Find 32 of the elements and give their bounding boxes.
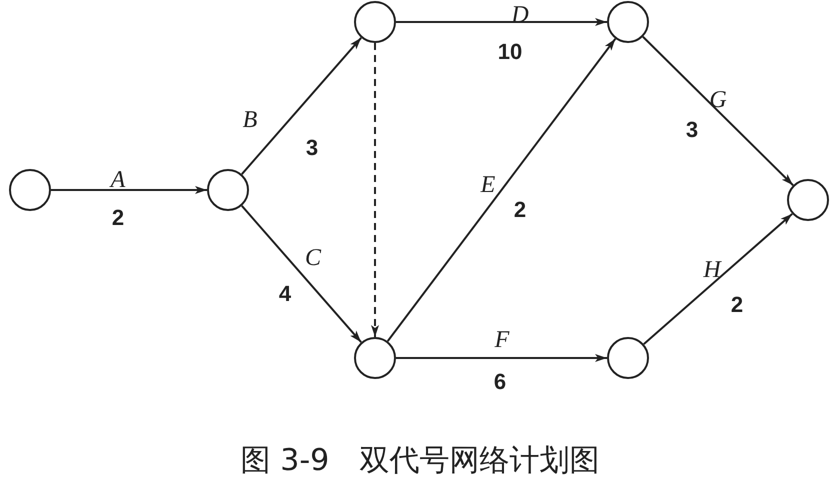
duration-label: 3 — [686, 119, 698, 141]
event-circle — [607, 1, 649, 43]
activity-arrow — [396, 18, 607, 26]
activity-arrow — [241, 205, 362, 343]
event-circle — [607, 337, 649, 379]
activity-label: G — [709, 88, 727, 112]
duration-label: 10 — [498, 41, 522, 63]
activity-label: A — [110, 168, 126, 192]
event-circle — [9, 169, 51, 211]
duration-label: 2 — [514, 199, 526, 221]
activity-arrow — [241, 37, 362, 175]
figure-caption: 图 3-9 双代号网络计划图 — [240, 442, 600, 480]
activity-arrow — [51, 186, 207, 194]
activity-arrow — [643, 213, 793, 345]
activity-label: C — [305, 246, 321, 270]
event-circle — [354, 337, 396, 379]
activity-label: B — [242, 108, 258, 132]
duration-label: 4 — [278, 283, 292, 305]
dummy-arrow — [371, 43, 379, 337]
duration-label: 3 — [306, 137, 318, 159]
activity-label: H — [703, 258, 721, 282]
duration-label: 6 — [494, 371, 506, 393]
event-circle — [207, 169, 249, 211]
activity-arrow — [396, 354, 607, 362]
activity-arrow — [386, 38, 616, 342]
duration-label: 2 — [730, 294, 744, 316]
duration-label: 2 — [112, 207, 124, 229]
event-circle — [354, 1, 396, 43]
event-circle — [787, 179, 829, 221]
activity-label: F — [494, 328, 510, 352]
activity-arrow — [642, 36, 794, 186]
activity-label: E — [480, 173, 496, 197]
